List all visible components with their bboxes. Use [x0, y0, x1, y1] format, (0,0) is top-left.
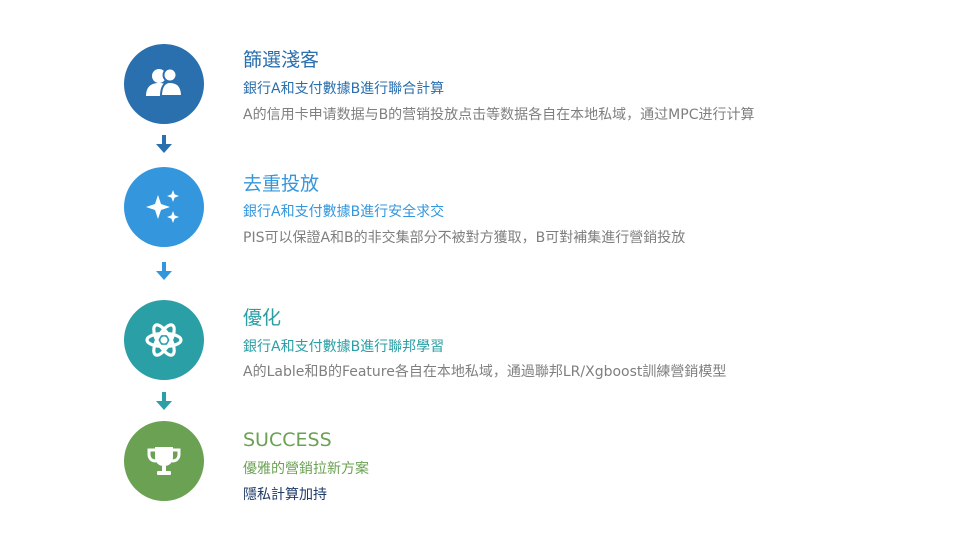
step-2-circle — [124, 167, 204, 247]
step-4-circle — [124, 421, 204, 501]
step-1-subtitle: 銀行A和支付數據B進行聯合計算 — [243, 81, 445, 97]
step-1-title: 篩選淺客 — [243, 49, 320, 71]
arrow-down-icon — [156, 135, 172, 153]
arrow-down-icon — [156, 392, 172, 410]
step-3-circle — [124, 300, 204, 380]
users-icon — [142, 66, 186, 102]
step-2-subtitle: 銀行A和支付數據B進行安全求交 — [243, 204, 445, 220]
step-3-title: 優化 — [243, 307, 282, 329]
step-3-description: A的Lable和B的Feature各自在本地私域，通過聯邦LR/Xgboost訓… — [243, 364, 727, 380]
trophy-icon — [144, 441, 184, 481]
sparkles-icon — [144, 187, 184, 227]
step-3-subtitle: 銀行A和支付數據B進行聯邦學習 — [243, 339, 445, 355]
atom-icon — [143, 319, 185, 361]
step-4-title: SUCCESS — [243, 429, 332, 451]
step-4-subtitle: 優雅的營銷拉新方案 — [243, 461, 369, 477]
step-2-description: PIS可以保證A和B的非交集部分不被對方獲取，B可對補集進行營銷投放 — [243, 230, 686, 246]
step-4-description: 隱私計算加持 — [243, 487, 327, 503]
step-1-circle — [124, 44, 204, 124]
step-2-title: 去重投放 — [243, 173, 320, 195]
arrow-down-icon — [156, 262, 172, 280]
step-1-description: A的信用卡申请数据与B的营销投放点击等数据各自在本地私域，通过MPC进行计算 — [243, 107, 755, 123]
